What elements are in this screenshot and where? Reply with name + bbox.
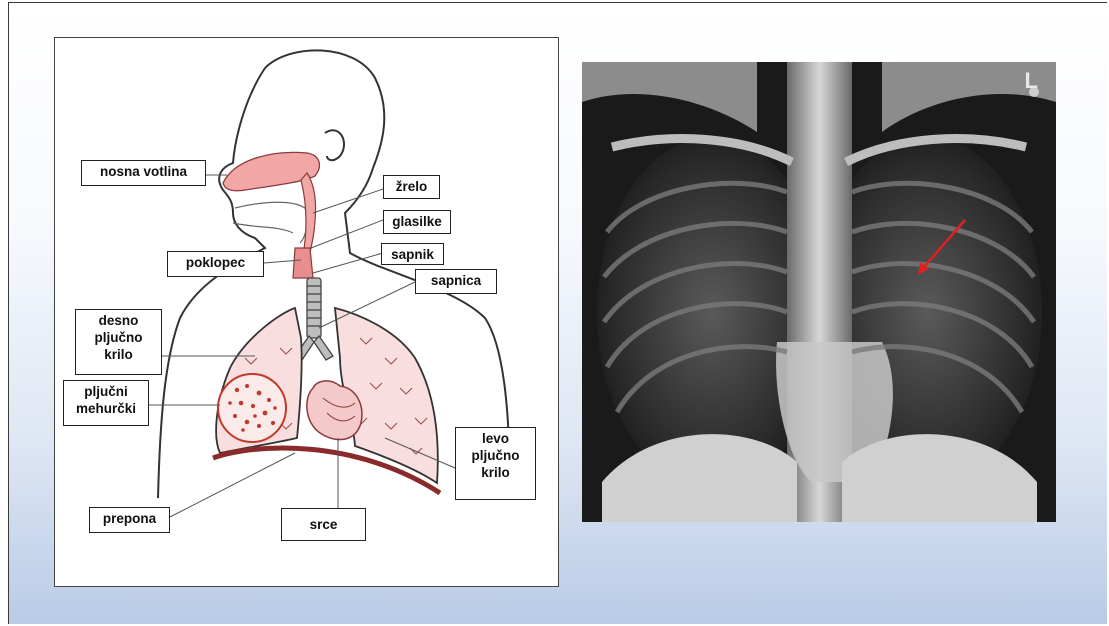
- label-alveoli: pljučni mehurčki: [63, 380, 149, 426]
- label-right-lung: desno pljučno krilo: [75, 309, 162, 375]
- label-epiglottis: poklopec: [167, 251, 264, 277]
- label-heart: srce: [281, 508, 366, 541]
- label-left-lung: levo pljučno krilo: [455, 427, 536, 500]
- label-vocal-cords: glasilke: [383, 210, 451, 234]
- label-diaphragm: prepona: [89, 507, 170, 533]
- label-trachea: sapnica: [415, 269, 497, 294]
- respiratory-diagram: nosna votlina žrelo glasilke poklopec sa…: [54, 37, 559, 587]
- label-larynx: sapnik: [381, 243, 444, 265]
- label-pharynx: žrelo: [383, 175, 440, 199]
- chest-xray-image: L: [582, 62, 1056, 522]
- xray-side-marker: L: [1025, 68, 1038, 94]
- xray-illustration: [582, 62, 1056, 522]
- label-nasal-cavity: nosna votlina: [81, 160, 206, 186]
